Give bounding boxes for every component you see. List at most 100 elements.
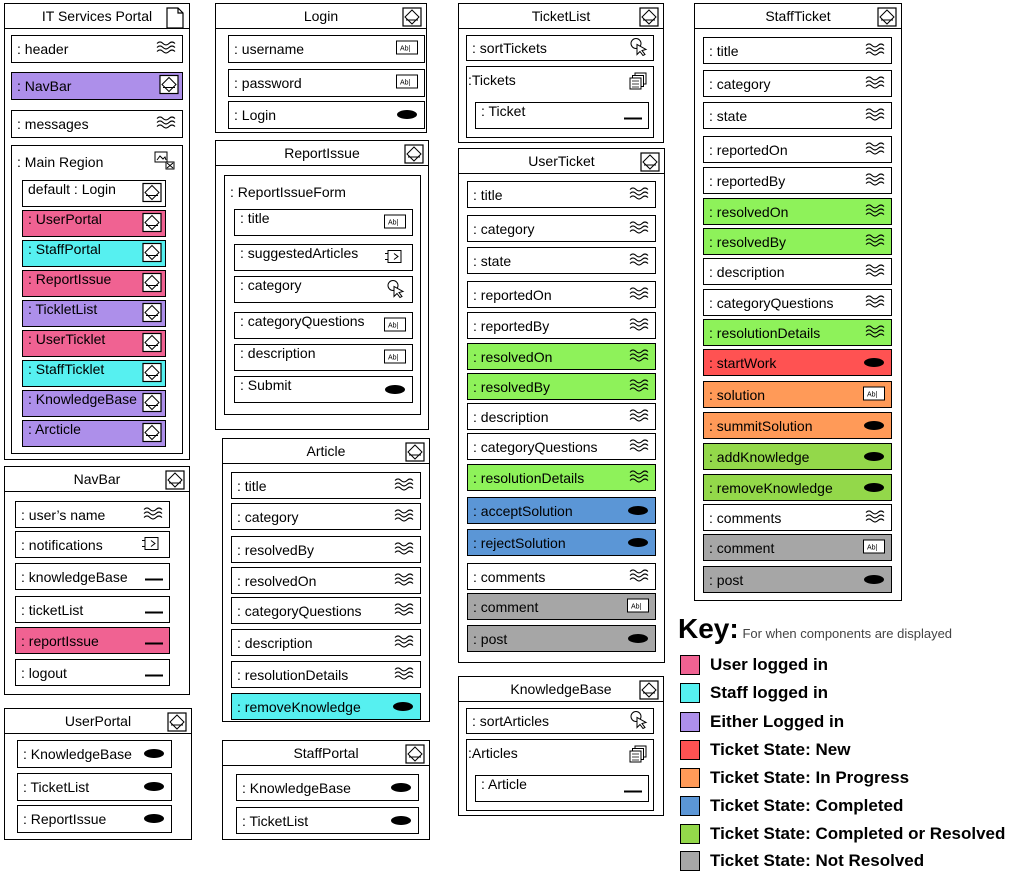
staffticket-box: StaffTicket: title: category: state: rep… — [694, 3, 902, 601]
userticket-userticket-description: : description — [467, 403, 656, 430]
knowledgebase-title: KnowledgeBase — [510, 681, 612, 697]
text-output-icon — [629, 347, 649, 366]
button-icon — [863, 572, 885, 587]
knowledgebase-box: KnowledgeBase: sortArticles:Articles: Ar… — [458, 676, 664, 816]
article-title: Article — [306, 443, 346, 459]
report-submit-label: : Submit — [240, 377, 292, 393]
portal-region-default-login: default : Login — [22, 180, 166, 207]
navbar-nav-user-s-name[interactable]: : user’s name — [15, 501, 170, 528]
article-article-description: : description — [231, 629, 421, 656]
staffportal-header: StaffPortal — [223, 741, 429, 766]
staffticket-solution-label: : solution — [709, 386, 766, 403]
staffticket-state-label: : state — [709, 107, 748, 124]
staffticket-staffticket-resolvedon: : resolvedOn — [703, 198, 892, 225]
view-container-icon — [159, 74, 179, 98]
userticket-userticket-post[interactable]: : post — [467, 625, 656, 652]
login-title: Login — [303, 8, 339, 24]
knowledgebase-header: KnowledgeBase — [459, 677, 663, 702]
staffticket-summitsolution-label: : summitSolution — [709, 417, 813, 434]
staffticket-staffticket-addknowledge[interactable]: : addKnowledge — [703, 443, 892, 470]
staffticket-post-label: : post — [709, 571, 744, 588]
link-icon — [145, 569, 163, 584]
userportal-userportal-reportissue-button[interactable]: : ReportIssue — [17, 805, 172, 833]
navbar-title: NavBar — [73, 471, 121, 487]
report-title-label: : title — [240, 210, 270, 226]
navbar-nav-logout[interactable]: : logout — [15, 659, 170, 686]
userportal-userportal-knowledgebase-button[interactable]: : KnowledgeBase — [17, 740, 172, 768]
ticketlist-list: :Tickets: Ticket — [466, 66, 654, 138]
view-container-icon — [639, 680, 659, 703]
staffticket-staffticket-post[interactable]: : post — [703, 566, 892, 593]
staffportal-ticketlist-button-label: : TicketList — [242, 812, 309, 829]
article-article-resolutiondetails: : resolutionDetails — [231, 661, 421, 688]
userticket-userticket-acceptsolution[interactable]: : acceptSolution — [467, 497, 656, 524]
navbar-nav-notifications[interactable]: : notifications — [15, 531, 170, 558]
navbar-nav-ticketlist[interactable]: : ticketList — [15, 596, 170, 623]
button-icon — [396, 108, 418, 123]
region-reportissue-label: : ReportIssue — [28, 271, 112, 287]
text-output-icon — [394, 633, 414, 652]
userticket-userticket-category: : category — [467, 215, 656, 242]
navbar-nav-reportissue[interactable]: : reportIssue — [15, 627, 170, 654]
login-login-login[interactable]: : Login — [228, 101, 425, 129]
text-input-icon: Ab| — [627, 598, 649, 615]
staffticket-staffticket-resolvedby: : resolvedBy — [703, 228, 892, 255]
svg-text:Ab|: Ab| — [388, 219, 399, 226]
button-icon — [390, 780, 412, 795]
text-output-icon — [143, 505, 163, 524]
staffticket-removeknowledge-label: : removeKnowledge — [709, 479, 833, 496]
knowledgebase-entry[interactable]: : Article — [475, 775, 649, 802]
staffticket-staffticket-reportedby: : reportedBy — [703, 167, 892, 194]
button-icon — [627, 631, 649, 646]
staffportal-staffportal-ticketlist-button[interactable]: : TicketList — [236, 807, 419, 834]
button-icon — [863, 480, 885, 495]
text-input-icon: Ab| — [863, 539, 885, 556]
staffticket-description-label: : description — [709, 263, 785, 280]
userticket-userticket-rejectsolution[interactable]: : rejectSolution — [467, 529, 656, 556]
ticketlist-sort[interactable]: : sortTickets — [466, 35, 654, 61]
staffticket-header: StaffTicket — [695, 4, 901, 29]
staffportal-title: StaffPortal — [293, 745, 359, 761]
ticketlist-entry[interactable]: : Ticket — [475, 102, 649, 129]
navbar-header: NavBar — [5, 467, 189, 492]
staffticket-resolvedon-label: : resolvedOn — [709, 203, 789, 220]
reportissue-report-category[interactable]: : category — [234, 276, 413, 303]
sort-select-icon — [386, 278, 406, 301]
knowledgebase-sort[interactable]: : sortArticles — [466, 708, 654, 734]
userportal-userportal-ticketlist-button[interactable]: : TicketList — [17, 773, 172, 801]
staffticket-startwork-label: : startWork — [709, 354, 777, 371]
key-label: User logged in — [710, 655, 829, 674]
article-removeknowledge-label: : removeKnowledge — [237, 698, 361, 715]
view-container-icon — [167, 712, 187, 735]
staffportal-staffportal-knowledgebase-button[interactable]: : KnowledgeBase — [236, 774, 419, 801]
portal-title: IT Services Portal — [41, 8, 153, 24]
staffticket-staffticket-resolutiondetails: : resolutionDetails — [703, 319, 892, 346]
staffticket-staffticket-summitsolution[interactable]: : summitSolution — [703, 412, 892, 439]
reportissue-report-suggestedarticles[interactable]: : suggestedArticles — [234, 244, 413, 271]
staffticket-staffticket-removeknowledge[interactable]: : removeKnowledge — [703, 474, 892, 501]
text-input-icon: Ab| — [384, 317, 406, 334]
nav-ticketlist-label: : ticketList — [21, 601, 84, 618]
portal-region-reportissue: : ReportIssue — [22, 270, 166, 297]
reportissue-report-submit[interactable]: : Submit — [234, 376, 413, 403]
navbar-nav-knowledgebase[interactable]: : knowledgeBase — [15, 563, 170, 590]
button-icon — [143, 780, 165, 795]
userticket-resolutiondetails-label: : resolutionDetails — [473, 469, 585, 486]
article-article-removeknowledge[interactable]: : removeKnowledge — [231, 693, 421, 720]
svg-text:Ab|: Ab| — [400, 80, 411, 87]
key-swatch — [680, 851, 700, 871]
userticket-title-label: : title — [473, 186, 503, 203]
staffticket-staffticket-startwork[interactable]: : startWork — [703, 349, 892, 376]
svg-text:Ab|: Ab| — [867, 544, 878, 551]
view-container-icon — [639, 7, 659, 30]
header-label: : header — [17, 41, 69, 57]
